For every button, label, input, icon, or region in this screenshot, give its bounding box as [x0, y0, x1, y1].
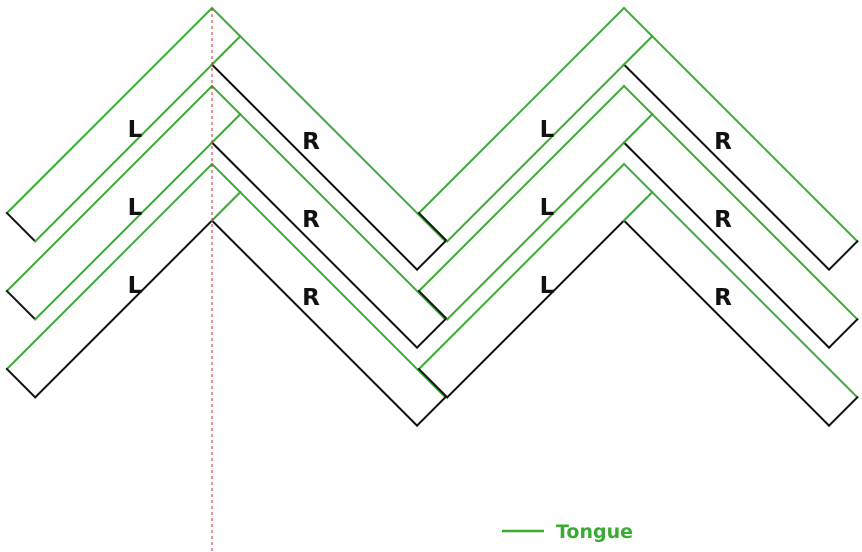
- tongue-edge: [445, 34, 654, 243]
- groove-edge: [622, 63, 831, 272]
- tongue-edge: [33, 34, 242, 243]
- tongue-edge: [417, 162, 626, 371]
- plank-right-label: R: [302, 129, 320, 155]
- plank-left-label: L: [540, 195, 555, 221]
- tongue-edge: [210, 190, 242, 222]
- groove-edge: [417, 367, 449, 399]
- plank-left-row-3-v2: [417, 162, 654, 399]
- plank-left-row-1-v2: [417, 6, 654, 243]
- tongue-edge: [210, 6, 242, 38]
- groove-edge: [827, 317, 859, 350]
- tongue-edge: [622, 34, 654, 66]
- plank-face: [212, 192, 446, 426]
- plank-face: [624, 114, 858, 348]
- tongue-edge: [238, 34, 447, 243]
- plank-right-row-3-v2: [622, 190, 859, 428]
- plank-face: [624, 36, 858, 270]
- tongue-edge: [622, 190, 654, 222]
- plank-left-label: L: [540, 273, 555, 299]
- plank-left-row-2-v1: [5, 84, 242, 321]
- tongue-edge: [650, 112, 859, 321]
- groove-edge: [417, 289, 449, 321]
- plank-right-label: R: [302, 207, 320, 233]
- tongue-legend-label: Tongue: [556, 521, 633, 543]
- tongue-edge: [210, 84, 242, 116]
- tongue-edge: [5, 6, 214, 215]
- groove-edge: [210, 219, 419, 428]
- tongue-edge: [5, 162, 214, 371]
- groove-edge: [5, 289, 37, 321]
- plank-layer: [5, 6, 859, 428]
- plank-face: [212, 114, 446, 348]
- tongue-edge: [622, 84, 654, 116]
- plank-right-row-3-v1: [210, 190, 447, 428]
- tongue-edge: [622, 6, 654, 38]
- tongue-edge: [210, 112, 242, 144]
- tongue-edge: [238, 112, 447, 321]
- tongue-edge: [622, 112, 654, 144]
- plank-face: [418, 86, 653, 320]
- plank-face: [6, 86, 241, 320]
- tongue-edge: [650, 34, 859, 243]
- tongue-edge: [445, 112, 654, 321]
- groove-edge: [5, 211, 37, 243]
- plank-left-label: L: [128, 117, 143, 143]
- tongue-edge: [417, 84, 626, 293]
- groove-edge: [415, 395, 447, 428]
- tongue-edge: [650, 190, 859, 399]
- plank-right-label: R: [714, 285, 732, 311]
- plank-left-label: L: [540, 117, 555, 143]
- plank-left-row-2-v2: [417, 84, 654, 321]
- plank-face: [418, 8, 653, 242]
- plank-face: [212, 36, 446, 270]
- groove-edge: [5, 367, 37, 399]
- plank-left-label: L: [128, 195, 143, 221]
- plank-face: [6, 8, 241, 242]
- plank-right-row-1-v1: [210, 34, 447, 272]
- plank-right-label: R: [714, 207, 732, 233]
- legend: Tongue: [502, 521, 633, 543]
- plank-right-label: R: [714, 129, 732, 155]
- plank-right-row-2-v1: [210, 112, 447, 350]
- groove-edge: [210, 141, 419, 350]
- plank-face: [624, 192, 858, 426]
- groove-edge: [827, 395, 859, 428]
- groove-edge: [622, 219, 831, 428]
- tongue-edge: [33, 112, 242, 321]
- plank-label-layer: L R L R L R L R L R L R: [128, 117, 732, 311]
- groove-edge: [417, 211, 449, 243]
- plank-left-label: L: [128, 273, 143, 299]
- groove-edge: [415, 239, 447, 272]
- plank-face: [418, 164, 653, 398]
- tongue-edge: [5, 84, 214, 293]
- tongue-edge: [210, 162, 242, 194]
- groove-edge: [210, 63, 419, 272]
- plank-left-row-3-v1: [5, 162, 242, 399]
- plank-right-row-1-v2: [622, 34, 859, 272]
- groove-edge: [445, 190, 654, 399]
- plank-left-row-1-v1: [5, 6, 242, 243]
- tongue-edge: [417, 6, 626, 215]
- plank-right-row-2-v2: [622, 112, 859, 350]
- tongue-edge: [210, 34, 242, 66]
- groove-edge: [33, 190, 242, 399]
- plank-face: [6, 164, 241, 398]
- tongue-edge: [622, 162, 654, 194]
- groove-edge: [415, 317, 447, 350]
- tongue-edge: [238, 190, 447, 399]
- plank-right-label: R: [302, 285, 320, 311]
- groove-edge: [827, 239, 859, 272]
- groove-edge: [622, 141, 831, 350]
